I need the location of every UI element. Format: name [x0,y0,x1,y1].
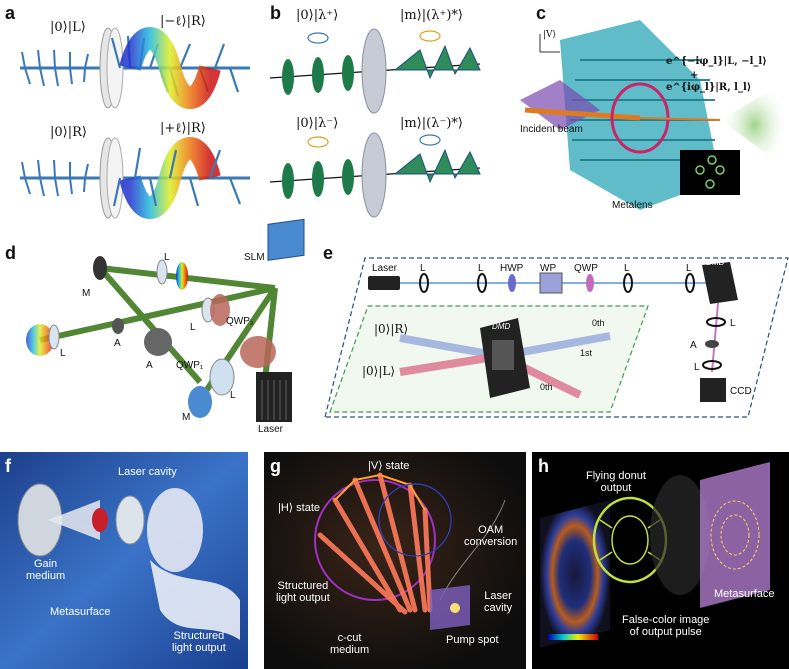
panel-d-lens-1: L [164,252,170,263]
panel-b-bottom-input-state: |0⟩|λ⁻⟩ [296,116,339,131]
panel-e-qwp: QWP [574,263,598,274]
panel-a-graphic [20,27,250,219]
panel-b-bottom-output-state: |m⟩|(λ⁻)*⟩ [400,116,463,131]
panel-d-aperture-1: A [114,338,121,349]
panel-e-order-0-top: 0th [592,318,605,328]
panel-e-wp: WP [540,263,557,274]
panel-f-graphic [0,452,248,669]
panel-label-c: c [536,3,547,23]
panel-e-lens-4: L [686,263,692,274]
panel-d-lens-2: L [190,322,196,333]
panel-e-input-r: |0⟩|R⟩ [374,322,409,336]
panel-e-graphic [324,257,789,418]
panel-label-f: f [5,456,11,476]
panel-f-metasurface: Metasurface [50,606,111,618]
panel-a-top-input-state: |0⟩|L⟩ [50,20,86,35]
panel-e-ccd: CCD [730,386,752,397]
panel-label-h: h [538,456,549,476]
panel-e-lens-6: L [694,362,700,373]
panel-g-pump-spot: Pump spot [446,634,499,646]
panel-d-qwp1: QWP₁ [176,360,204,371]
panel-label-e: e [323,243,334,263]
panel-g-v-state: |V⟩ state [368,460,410,472]
panel-b-top-output-state: |m⟩|(λ⁺)*⟩ [400,8,463,23]
panel-h-false-color: False-color image of output pulse [622,614,710,638]
panel-c-v-state: |V⟩ [543,30,557,40]
panel-e-lens-1: L [420,263,426,274]
panel-e-aperture: A [690,340,697,351]
panel-label-g: g [270,456,281,476]
panel-e-lens-5: L [730,318,736,329]
panel-h-metasurface: Metasurface [714,588,775,600]
panel-c-metalens: Metalens [612,200,653,211]
panel-e-hwp: HWP [500,263,524,274]
panel-e-order-1: 1st [580,348,593,358]
panel-d-slm: SLM [244,252,265,263]
panel-g-oam-conversion: OAM conversion [464,524,518,548]
panel-g-structured-light: Structured light output [276,580,330,604]
panel-f-gain-medium: Gain medium [26,558,66,582]
panel-c-output-term-2: e^{iφ_l}|R, l_l⟩ [666,82,752,93]
panel-g-h-state: |H⟩ state [278,502,320,514]
panel-e-laser: Laser [372,263,398,274]
panel-e-order-0-bottom: 0th [540,382,553,392]
panel-e-input-l: |0⟩|L⟩ [362,364,396,378]
panel-h-graphic [532,452,789,669]
panel-f-laser-cavity: Laser cavity [118,466,177,478]
panel-d-lens-3: L [60,348,66,359]
panel-d-aperture-2: A [146,360,153,371]
panel-b-top-input-state: |0⟩|λ⁺⟩ [296,8,339,23]
panel-d-laser: Laser [258,424,284,435]
panel-g-c-cut-medium: c-cut medium [330,632,370,656]
panel-e-lens-2: L [478,263,484,274]
panel-d-lens-4: L [230,390,236,401]
panel-f-structured-light: Structured light output [172,630,226,654]
panel-d-graphic [26,218,305,422]
panel-d-qwp2: QWP₂ [226,316,254,327]
panel-e-inner-dmd: DMD [492,322,511,331]
panel-d-mirror-1: M [82,288,91,299]
panel-label-b: b [270,3,281,23]
panel-a-bottom-output-state: |+ℓ⟩|R⟩ [160,121,206,136]
panel-label-a: a [5,3,16,23]
panel-a-top-beam [20,27,250,109]
panel-e-lens-3: L [624,263,630,274]
panel-a-top-output-state: |−ℓ⟩|R⟩ [160,14,206,29]
panel-d-mirror-2: M [182,412,191,423]
panel-c-graphic [520,20,789,210]
panel-a-bottom-beam [20,137,250,219]
panel-c-output-plus: + [690,70,699,81]
panel-c-incident-beam: Incident beam [520,124,583,135]
panel-g-laser-cavity: Laser cavity [484,590,513,614]
panel-a-bottom-input-state: |0⟩|R⟩ [50,125,87,140]
panel-e-dmd: DMD [706,258,725,267]
panel-label-d: d [5,243,16,263]
panel-g-graphic [264,452,526,669]
panel-c-output-term-1: e^{−iφ_l}|L, −l_l⟩ [666,56,767,67]
panel-b-graphic [269,28,481,218]
panel-h-flying-donut: Flying donut output [586,470,646,494]
